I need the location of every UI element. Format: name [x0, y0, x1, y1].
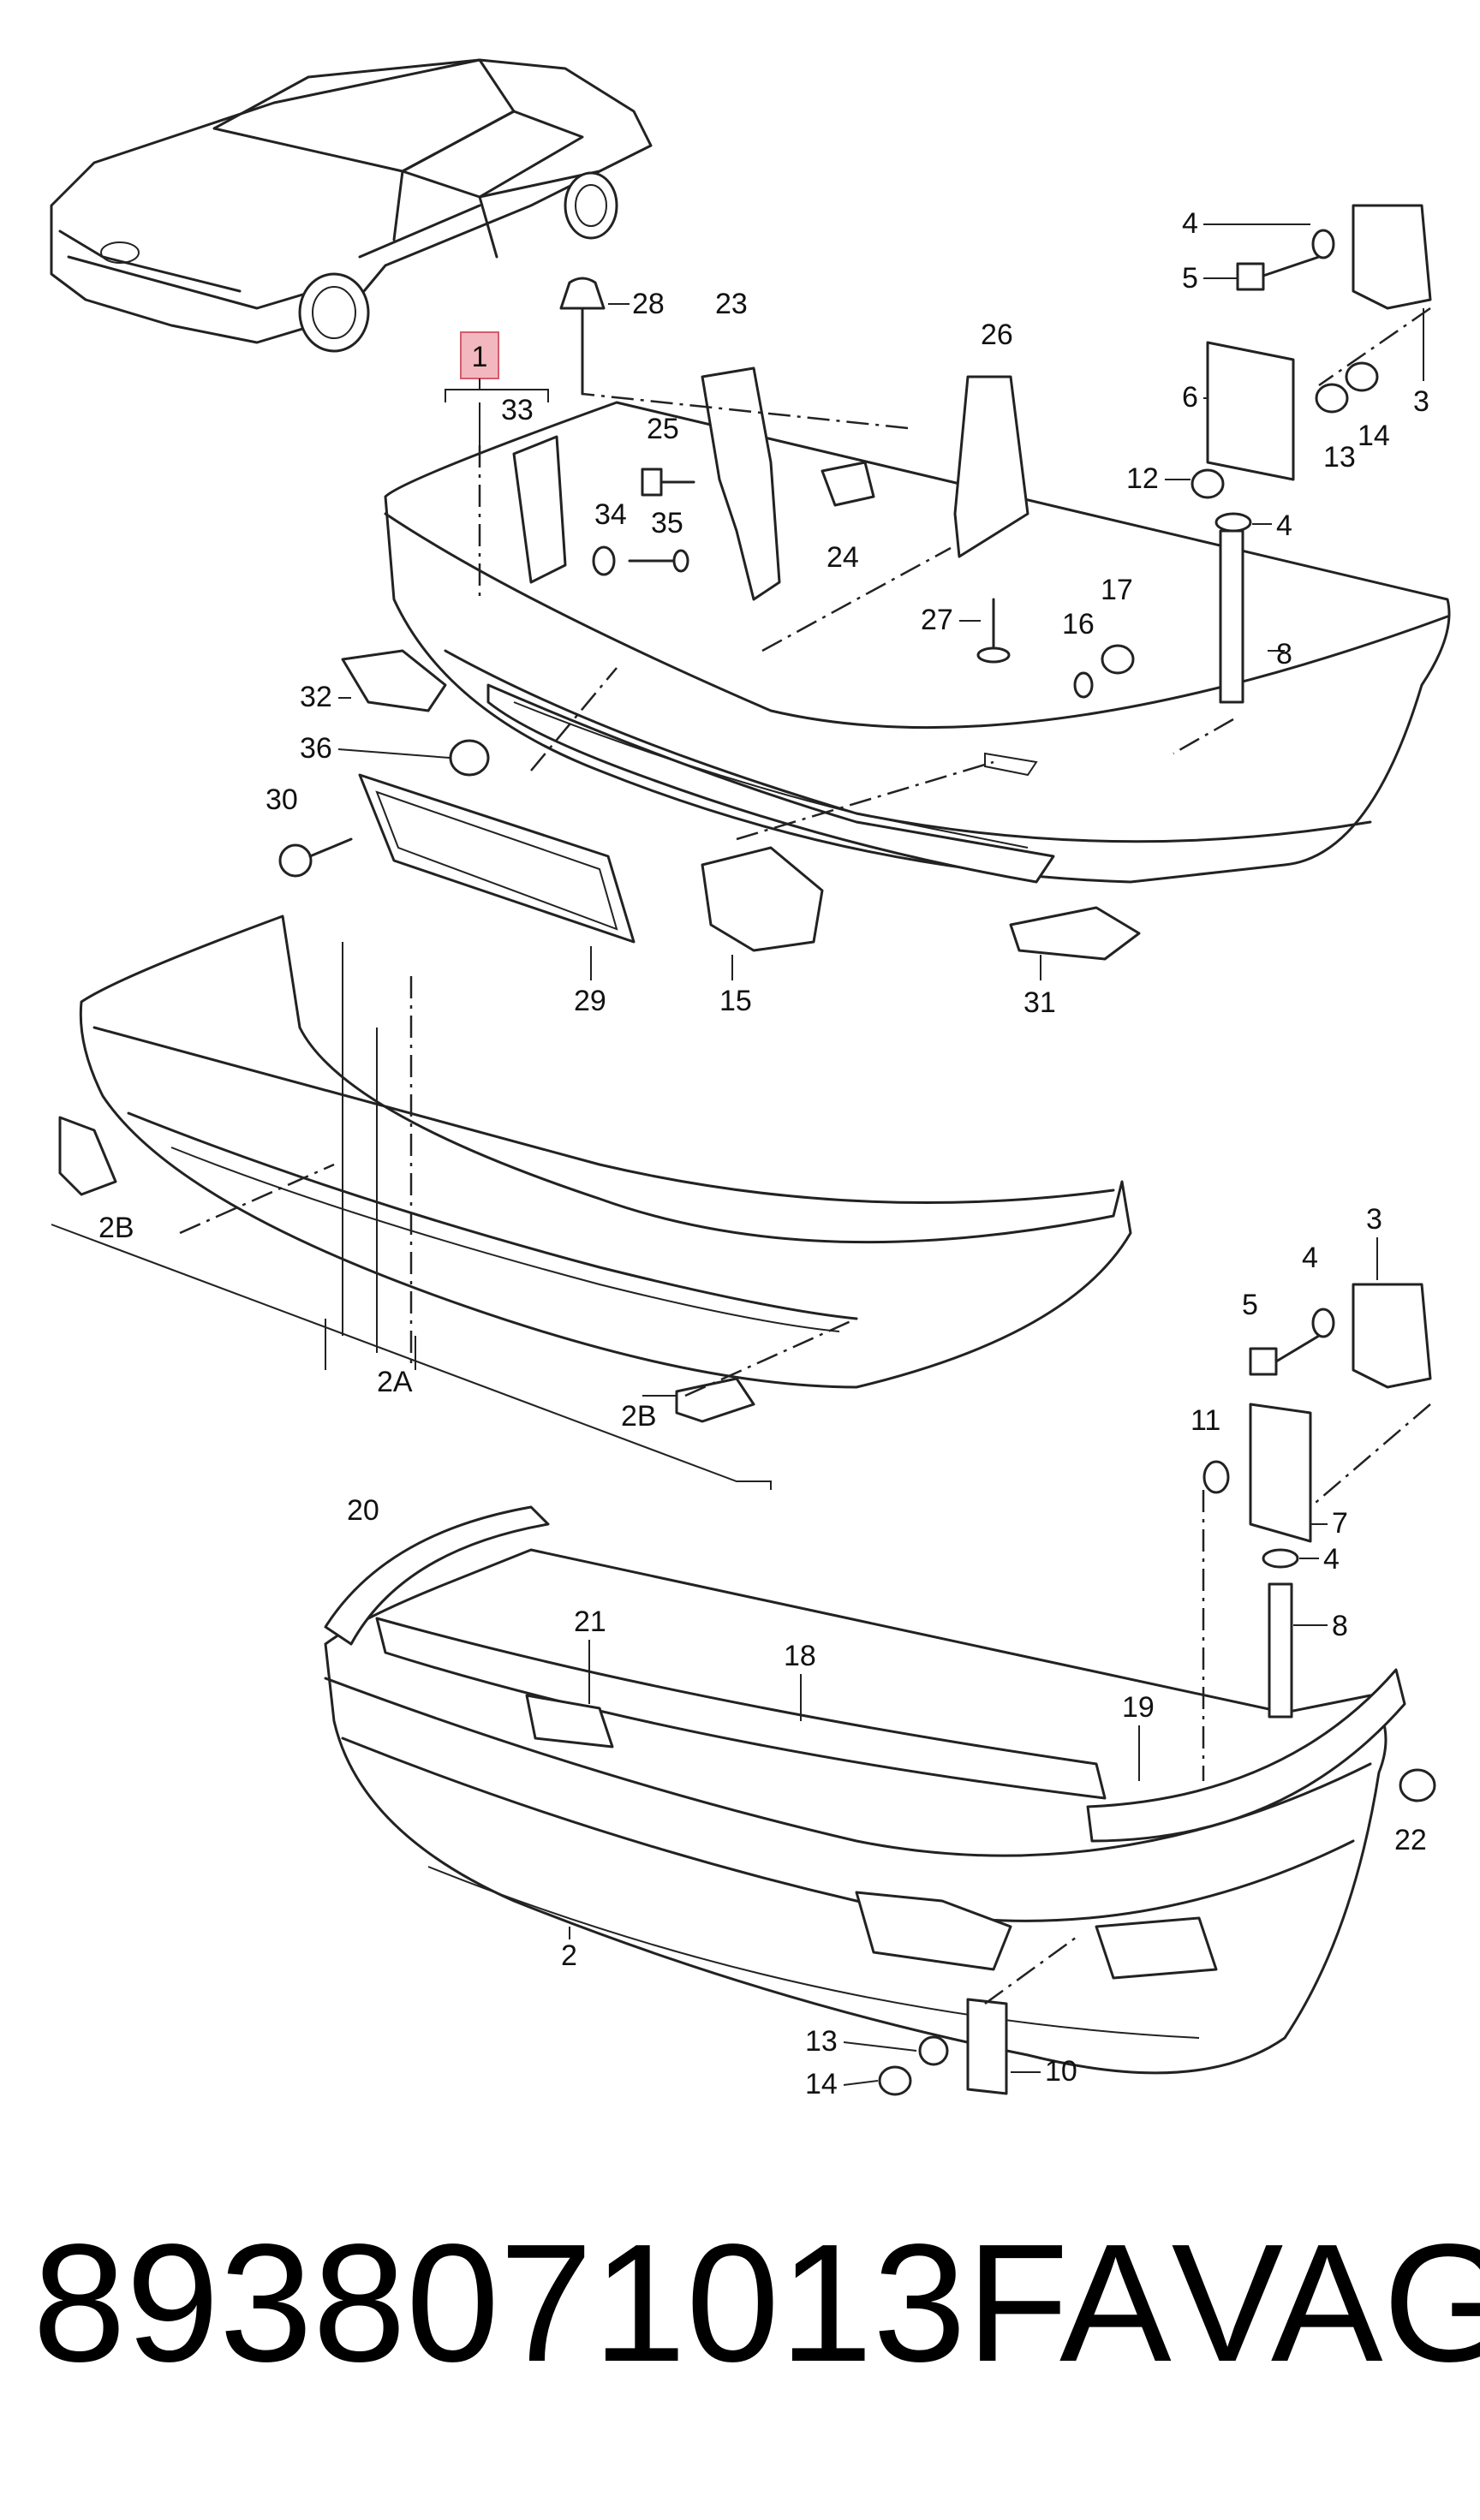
callout-14-a: 14: [1358, 420, 1390, 452]
callout-14-b: 14: [805, 2068, 838, 2100]
part-22-grommet: [1399, 1768, 1436, 1802]
callout-16: 16: [1062, 608, 1095, 640]
callout-4-b: 4: [1276, 509, 1292, 542]
part-23-mounting-bracket: [701, 366, 781, 601]
part-14-nut-top: [1345, 361, 1379, 392]
callout-18: 18: [784, 1640, 816, 1672]
callout-11: 11: [1191, 1404, 1220, 1437]
callout-13-a: 13: [1323, 441, 1356, 474]
brand-name: VAG: [1171, 2209, 1480, 2397]
callout-15: 15: [719, 985, 752, 1017]
part-36-plug: [449, 739, 490, 777]
part-13-washer-top: [1315, 383, 1349, 414]
part-29-plate-mount: [358, 773, 636, 944]
callout-8-b: 8: [1332, 1610, 1348, 1642]
car-illustration: [50, 58, 653, 353]
part-32-fog-lamp-left: [341, 649, 447, 712]
part-7-plate: [1249, 1403, 1312, 1543]
part-34-washer: [592, 545, 616, 576]
callout-6: 6: [1182, 381, 1198, 414]
callout-4-a: 4: [1182, 207, 1198, 240]
callout-23: 23: [715, 288, 748, 320]
callout-8-a: 8: [1276, 638, 1292, 670]
callout-19: 19: [1122, 1691, 1155, 1724]
callout-4-d: 4: [1323, 1543, 1340, 1576]
part-17-nut: [1101, 644, 1135, 675]
bumper-cover-2A: [51, 914, 1132, 1490]
part-16-washer: [1073, 671, 1094, 699]
part-33-bracket: [512, 435, 567, 584]
part-19-trim-end: [1086, 1668, 1406, 1843]
callout-28: 28: [632, 288, 665, 320]
assembly-lines: [179, 307, 1431, 2005]
callout-33: 33: [501, 394, 534, 426]
part-3-bracket-lower: [1352, 1283, 1432, 1389]
callout-26: 26: [981, 319, 1013, 351]
part-27-screw: [976, 598, 1011, 664]
callout-34: 34: [594, 498, 627, 531]
callout-1-highlighted[interactable]: 1: [445, 331, 549, 445]
callout-21: 21: [574, 1606, 606, 1638]
callout-1-label: 1: [472, 341, 488, 373]
callout-3-a: 3: [1413, 385, 1429, 418]
callout-4-c: 4: [1302, 1242, 1318, 1274]
part-15-tow-housing: [701, 846, 824, 952]
callout-5-b: 5: [1242, 1289, 1258, 1321]
part-4-washer-upper: [1311, 229, 1335, 259]
part-35-screw: [628, 549, 689, 573]
part-30-screw: [278, 837, 353, 878]
callout-2B-a: 2B: [98, 1212, 134, 1244]
part-8-bolt-lower: [1268, 1582, 1293, 1719]
part-21-bracket: [525, 1694, 614, 1749]
part-number: 8938071013FA: [33, 2209, 1172, 2397]
part-4-washer-top: [1214, 512, 1252, 533]
callout-22: 22: [1394, 1824, 1427, 1856]
part-20-trim-strip: [324, 1505, 550, 1646]
part-5-bolt-top: [1236, 255, 1321, 291]
part-11-washer: [1202, 1460, 1230, 1494]
callout-3-b: 3: [1366, 1203, 1382, 1236]
callout-7: 7: [1332, 1507, 1348, 1540]
callout-2A: 2A: [377, 1366, 413, 1398]
part-12-bushing: [1191, 468, 1225, 499]
part-24-clip: [821, 461, 875, 507]
callout-36: 36: [300, 732, 332, 765]
part-25-bolt: [641, 468, 695, 497]
callout-35: 35: [651, 507, 683, 539]
callout-12: 12: [1126, 462, 1159, 495]
callout-32: 32: [300, 681, 332, 713]
callout-31: 31: [1023, 986, 1056, 1019]
callout-24: 24: [827, 541, 859, 574]
callout-10: 10: [1045, 2055, 1077, 2088]
callout-20: 20: [347, 1494, 379, 1527]
callout-27: 27: [921, 604, 953, 636]
part-31-fog-lamp-right: [1009, 906, 1141, 961]
part-13-washer-lower: [918, 2035, 949, 2066]
callout-29: 29: [574, 985, 606, 1017]
callout-2B-b: 2B: [621, 1400, 657, 1433]
part-5-bolt-lower: [1249, 1334, 1321, 1376]
part-number-caption: 8938071013FA VAG: [33, 2209, 1480, 2397]
part-4-washer-lower-b: [1262, 1548, 1299, 1569]
part-8-bolt-top: [1219, 529, 1285, 704]
part-3-bracket-top: [1352, 204, 1432, 310]
front-bumper-assembly-1: [384, 401, 1451, 884]
part-6-plate: [1206, 341, 1295, 481]
part-28-rivet: [559, 277, 630, 396]
callout-30: 30: [266, 783, 298, 816]
part-10-bracket: [966, 1998, 1008, 2095]
callout-17: 17: [1101, 574, 1133, 606]
part-26-guide: [953, 375, 1029, 558]
callout-2: 2: [561, 1939, 577, 1972]
part-4-washer-lower-a: [1311, 1308, 1335, 1338]
part-14-nut-lower: [878, 2065, 912, 2096]
callout-5-a: 5: [1182, 262, 1198, 295]
callout-labels: 28 23 26 4 5 3 6 13 14 12 4 8 33 25 24 3…: [98, 207, 1429, 2100]
callout-25: 25: [647, 413, 679, 445]
callout-13-b: 13: [805, 2025, 838, 2058]
